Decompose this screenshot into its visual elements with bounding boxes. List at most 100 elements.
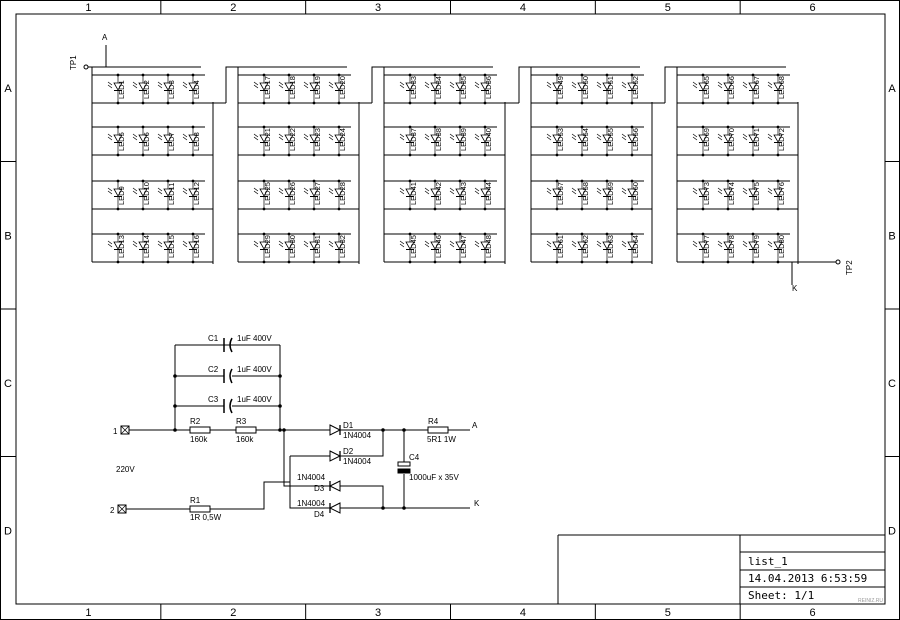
led-label: LED54 [581, 128, 590, 151]
led-label: LED29 [263, 235, 272, 258]
led: LED23 [303, 125, 322, 157]
led-label: LED3 [167, 80, 176, 99]
led: LED15 [157, 232, 176, 264]
led: LED10 [132, 179, 151, 211]
led-label: LED74 [727, 182, 736, 205]
frame-column-label-bottom: 6 [810, 607, 816, 619]
terminal-1-label: 1 [113, 427, 118, 436]
r4-ref: R4 [428, 417, 439, 426]
power-supply: C1 1uF 400V C2 1uF 400V C3 1uF 400V 1 R2… [110, 334, 480, 522]
watermark-text: REINIZ.RU [858, 598, 883, 604]
led: LED45 [399, 232, 418, 264]
capacitor-c4: C4 1000uF x 35V [397, 428, 459, 508]
led: LED65 [692, 73, 711, 105]
led: LED18 [278, 73, 297, 105]
led-label: LED72 [777, 128, 786, 151]
led-label: LED13 [117, 235, 126, 258]
led-label: LED12 [192, 182, 201, 205]
led-label: LED53 [556, 128, 565, 151]
d1-value: 1N4004 [343, 431, 372, 440]
led: LED30 [278, 232, 297, 264]
led-label: LED30 [288, 235, 297, 258]
led: LED70 [717, 125, 736, 157]
led-label: LED77 [702, 235, 711, 258]
led-label: LED46 [434, 235, 443, 258]
led-label: LED22 [288, 128, 297, 151]
led: LED34 [424, 73, 443, 105]
led-label: LED19 [313, 76, 322, 99]
led-label: LED15 [167, 235, 176, 258]
led-label: LED38 [434, 128, 443, 151]
c4-ref: C4 [409, 453, 420, 462]
d2-ref: D2 [343, 447, 354, 456]
led: LED76 [767, 179, 786, 211]
led: LED14 [132, 232, 151, 264]
led: LED63 [596, 232, 615, 264]
net-k-output: K [474, 499, 480, 508]
led: LED79 [742, 232, 761, 264]
led: LED26 [278, 179, 297, 211]
supply-voltage-label: 220V [116, 465, 135, 474]
led: LED2 [132, 73, 151, 105]
led: LED52 [621, 73, 640, 105]
c2-value: 1uF 400V [237, 365, 272, 374]
led: LED53 [546, 125, 565, 157]
led-label: LED60 [631, 182, 640, 205]
led-label: LED31 [313, 235, 322, 258]
frame-column-label-top: 1 [85, 2, 91, 14]
led: LED25 [253, 179, 272, 211]
led: LED20 [328, 73, 347, 105]
led-label: LED34 [434, 76, 443, 99]
frame-row-label-right: B [888, 230, 895, 242]
resistor-r4: R4 5R1 1W [427, 417, 456, 444]
led: LED22 [278, 125, 297, 157]
led-label: LED62 [581, 235, 590, 258]
led-label: LED10 [142, 182, 151, 205]
led: LED67 [742, 73, 761, 105]
frame-row-label-left: A [4, 83, 12, 95]
led-label: LED17 [263, 76, 272, 99]
led-label: LED65 [702, 76, 711, 99]
led-label: LED14 [142, 235, 151, 258]
title-block: list_1 14.04.2013 6:53:59 Sheet: 1/1 REI… [557, 534, 885, 604]
led-label: LED76 [777, 182, 786, 205]
led-label: LED52 [631, 76, 640, 99]
led: LED16 [182, 232, 201, 264]
frame-column-label-top: 2 [230, 2, 236, 14]
led: LED28 [328, 179, 347, 211]
resistor-r2: R2 160k [189, 417, 211, 444]
led-label: LED33 [409, 76, 418, 99]
led-label: LED71 [752, 128, 761, 151]
c1-ref: C1 [208, 334, 219, 343]
c3-value: 1uF 400V [237, 395, 272, 404]
led: LED7 [157, 125, 176, 157]
r2-value: 160k [190, 435, 208, 444]
r3-value: 160k [236, 435, 254, 444]
led-label: LED69 [702, 128, 711, 151]
led-label: LED59 [606, 182, 615, 205]
r4-value: 5R1 1W [427, 435, 456, 444]
led: LED32 [328, 232, 347, 264]
led: LED73 [692, 179, 711, 211]
led: LED51 [596, 73, 615, 105]
led-label: LED67 [752, 76, 761, 99]
resistor-r1: R1 1R 0,5W [189, 496, 222, 522]
led-label: LED37 [409, 128, 418, 151]
frame-column-label-bottom: 3 [375, 607, 381, 619]
led-label: LED35 [459, 76, 468, 99]
terminal-2-label: 2 [110, 506, 115, 515]
frame-row-label-left: C [4, 378, 12, 390]
led-label: LED57 [556, 182, 565, 205]
led-label: LED44 [484, 182, 493, 205]
led-label: LED32 [338, 235, 347, 258]
led-label: LED2 [142, 80, 151, 99]
led-label: LED42 [434, 182, 443, 205]
r2-ref: R2 [190, 417, 201, 426]
led: LED40 [474, 125, 493, 157]
led: LED24 [328, 125, 347, 157]
diode-d4: 1N4004 D4 [297, 499, 341, 519]
led-label: LED18 [288, 76, 297, 99]
led: LED29 [253, 232, 272, 264]
led-label: LED50 [581, 76, 590, 99]
frame-row-label-right: D [888, 525, 896, 537]
